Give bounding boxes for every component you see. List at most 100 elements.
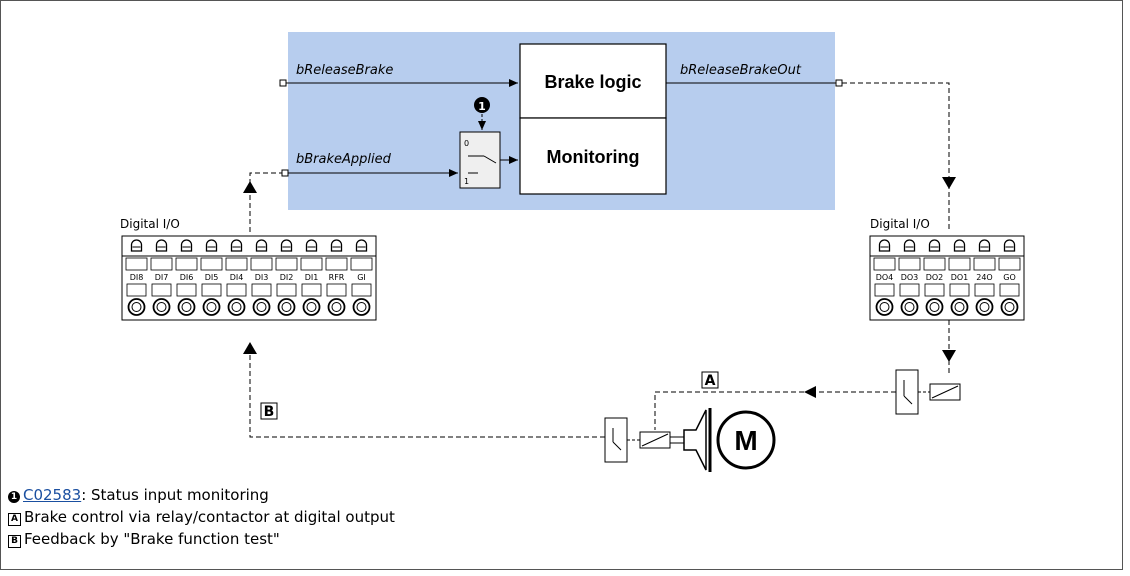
terminal-screw-inner-icon (131, 302, 142, 312)
motor-label: M (734, 425, 757, 456)
terminal-screw-inner-icon (879, 302, 890, 312)
terminal-latch-icon (230, 239, 243, 252)
terminal-label: DI6 (180, 273, 194, 282)
terminal-label-cell (325, 257, 348, 271)
terminal-latch-icon (355, 239, 368, 252)
terminal-label: DO3 (901, 273, 919, 282)
terminal-release-slot (176, 283, 197, 297)
terminal-label-cell (175, 257, 198, 271)
marker-one-icon (474, 97, 490, 113)
terminal-screw-inner-icon (356, 302, 367, 312)
relay-contact-blade (903, 395, 913, 405)
terminal-release-slot (899, 283, 920, 297)
marker-a-text: A (705, 373, 716, 389)
terminal-screw-inner-icon (281, 302, 292, 312)
down-arrow-icon (942, 177, 956, 189)
terminal-screw-inner-icon (954, 302, 965, 312)
terminal-label-cell (973, 257, 996, 271)
terminal-label: DI3 (255, 273, 269, 282)
terminal-release-slot (126, 283, 147, 297)
feedback-contact (604, 417, 628, 463)
marker-b-box (260, 402, 278, 420)
terminal-latch-icon (180, 239, 193, 252)
switch-input-0: 0 (464, 139, 469, 148)
selector-switch (459, 131, 501, 189)
terminal-release-slot (201, 283, 222, 297)
legend-item-2-text: Brake control via relay/contactor at dig… (24, 508, 395, 526)
terminal-release-slot (226, 283, 247, 297)
feedback-contact-blade (612, 441, 622, 451)
terminal-screw-inner-icon (206, 302, 217, 312)
terminal-label: DO4 (876, 273, 894, 282)
terminal-release-slot (999, 283, 1020, 297)
terminal-release-slot (251, 283, 272, 297)
terminal-latch-icon (878, 239, 891, 252)
terminal-label: DI2 (280, 273, 294, 282)
terminal-label-cell (948, 257, 971, 271)
terminal-screw-inner-icon (256, 302, 267, 312)
feedback-line (249, 350, 605, 438)
terminal-label-cell (873, 257, 896, 271)
terminal-label-cell (300, 257, 323, 271)
terminal-label: DO1 (951, 273, 969, 282)
up-arrow-icon (243, 342, 257, 354)
terminal-label: GI (357, 273, 366, 282)
motor-icon (716, 410, 776, 470)
terminal-label: 24O (976, 273, 992, 282)
legend-marker-b: B (8, 535, 21, 548)
terminal-release-slot (151, 283, 172, 297)
switch-input-1: 1 (464, 177, 469, 186)
output-to-digital-io-line (842, 82, 950, 232)
terminal-latch-icon (130, 239, 143, 252)
terminal-latch-icon (205, 239, 218, 252)
terminal-screw-inner-icon (231, 302, 242, 312)
output-relay-contact (895, 369, 919, 415)
terminal-latch-icon (330, 239, 343, 252)
terminal-label: DI8 (130, 273, 144, 282)
terminal-release-slot (949, 283, 970, 297)
brake-applied-signal: bBrakeApplied (296, 152, 392, 167)
terminal-label-cell (275, 257, 298, 271)
terminal-housing (869, 235, 1025, 321)
release-brake-port (279, 79, 287, 87)
brake-logic-block (519, 43, 667, 119)
terminal-screw-inner-icon (331, 302, 342, 312)
terminal-release-slot (326, 283, 347, 297)
terminal-release-slot (301, 283, 322, 297)
brake-logic-label: Brake logic (544, 72, 641, 92)
terminal-latch-icon (280, 239, 293, 252)
terminal-screw-inner-icon (181, 302, 192, 312)
down-arrow-icon (942, 350, 956, 362)
terminal-label-cell (998, 257, 1021, 271)
terminal-label-cell (225, 257, 248, 271)
terminal-label: DI4 (230, 273, 244, 282)
monitoring-block (519, 117, 667, 195)
terminal-release-slot (974, 283, 995, 297)
release-brake-out-port (835, 79, 843, 87)
marker-a-box (701, 371, 719, 389)
legend-marker-one-icon: 1 (8, 491, 20, 503)
terminal-label-cell (350, 257, 373, 271)
terminal-release-slot (276, 283, 297, 297)
switch-blade (483, 155, 497, 164)
terminal-screw-inner-icon (979, 302, 990, 312)
parameter-link[interactable]: C02583 (23, 486, 82, 504)
terminal-label-cell (250, 257, 273, 271)
terminal-screw-inner-icon (904, 302, 915, 312)
terminal-latch-icon (1003, 239, 1016, 252)
terminal-label: DI5 (205, 273, 219, 282)
terminal-label-cell (200, 257, 223, 271)
release-brake-out-signal: bReleaseBrakeOut (680, 63, 802, 78)
left-arrow-icon (804, 386, 816, 398)
terminal-latch-icon (978, 239, 991, 252)
terminal-release-slot (924, 283, 945, 297)
marker-b-text: B (264, 404, 275, 420)
terminal-label-cell (898, 257, 921, 271)
digital-output-label: Digital I/O (870, 217, 930, 231)
